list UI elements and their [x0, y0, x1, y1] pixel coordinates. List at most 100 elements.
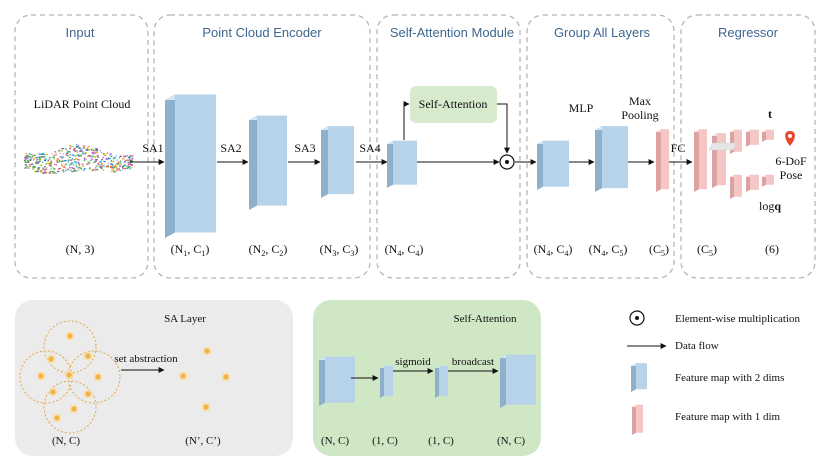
lidar-point: [33, 154, 36, 156]
lidar-point: [24, 167, 27, 169]
lidar-point: [61, 148, 65, 150]
self-attention-block: [410, 86, 497, 123]
lidar-point: [70, 163, 73, 165]
lidar-point: [101, 168, 103, 170]
lidar-point: [106, 157, 107, 159]
fc-t-2: [746, 129, 759, 147]
panel-dim-3: (1, C): [428, 435, 454, 447]
lidar-point: [43, 168, 45, 171]
lidar-point: [50, 168, 52, 170]
lidar-point: [75, 170, 78, 172]
feature-map-mlp-n4c4: [537, 140, 569, 190]
lidar-point: [124, 167, 127, 170]
lidar-point: [71, 171, 74, 173]
legend-feature-map-icons: [631, 363, 647, 435]
lidar-point: [37, 161, 40, 163]
sa-input-point: [54, 415, 60, 421]
lidar-point: [36, 159, 39, 161]
lidar-point: [94, 169, 96, 171]
lidar-point: [49, 165, 52, 167]
lidar-point: [111, 155, 113, 157]
lidar-point: [78, 166, 81, 168]
lidar-point: [25, 155, 28, 157]
lidar-point: [31, 163, 33, 165]
sa-input-point: [38, 373, 44, 379]
lidar-point: [81, 163, 84, 165]
lidar-point: [62, 160, 65, 162]
lidar-point: [39, 156, 40, 158]
lidar-point: [110, 166, 111, 168]
lidar-point: [91, 148, 93, 150]
label-fc: FC: [671, 141, 686, 155]
lidar-label: LiDAR Point Cloud: [34, 97, 131, 111]
lidar-point: [69, 159, 71, 161]
lidar-point: [130, 155, 132, 157]
lidar-point: [109, 155, 111, 157]
lidar-point: [127, 164, 129, 167]
lidar-point: [113, 164, 115, 166]
legend-fm1-label: Feature map with 1 dim: [675, 411, 781, 423]
lidar-point: [71, 154, 74, 156]
lidar-point: [79, 155, 82, 157]
lidar-point: [43, 159, 47, 162]
dim-n4c4-mlp: (N4, C4): [534, 242, 573, 258]
lidar-point: [63, 160, 66, 162]
lidar-point: [89, 161, 91, 163]
lidar-point: [68, 169, 70, 171]
fc-q-2: [746, 174, 759, 192]
sa-input-points: [36, 331, 103, 423]
lidar-point: [105, 154, 107, 156]
lidar-point: [31, 155, 33, 158]
lidar-point: [107, 158, 109, 160]
lidar-point: [37, 168, 40, 170]
lidar-point: [35, 161, 38, 163]
lidar-point: [69, 154, 71, 156]
lidar-point: [110, 166, 113, 168]
lidar-point: [116, 163, 119, 165]
lidar-point: [123, 161, 126, 163]
lidar-point: [95, 165, 98, 167]
lidar-point: [87, 146, 89, 148]
lidar-point: [113, 171, 116, 173]
lidar-point: [73, 148, 76, 150]
lidar-point: [110, 166, 113, 168]
lidar-point: [88, 148, 90, 150]
lidar-point: [71, 157, 73, 160]
lidar-point: [124, 156, 126, 158]
lidar-point: [90, 159, 92, 161]
lidar-point: [122, 168, 124, 170]
sigmoid-label: sigmoid: [395, 356, 431, 368]
lidar-point: [73, 169, 76, 171]
lidar-point: [48, 172, 50, 174]
lidar-point: [28, 165, 32, 168]
lidar-point: [130, 164, 133, 166]
lidar-point: [72, 167, 75, 169]
lidar-point: [110, 165, 111, 167]
lidar-point: [38, 153, 41, 155]
lidar-point: [43, 153, 46, 156]
lidar-point: [99, 161, 102, 163]
lidar-point: [94, 161, 97, 163]
legend-feature-map-1d-icon: [632, 404, 643, 435]
stage-title-group: Group All Layers: [554, 25, 651, 40]
stage-title-regressor: Regressor: [718, 25, 779, 40]
lidar-point: [36, 169, 39, 171]
lidar-point: [108, 165, 110, 167]
lidar-point: [97, 157, 99, 159]
self-attention-panel: [313, 300, 541, 456]
lidar-point: [116, 159, 118, 161]
lidar-point: [82, 169, 85, 171]
lidar-point: [70, 162, 73, 164]
lidar-point: [116, 168, 118, 170]
lidar-point: [128, 157, 131, 159]
panel-block-1c-a: [380, 365, 393, 398]
lidar-point: [118, 167, 120, 169]
lidar-point: [36, 157, 38, 159]
lidar-point: [122, 166, 124, 168]
lidar-point: [94, 147, 96, 150]
lidar-point: [62, 156, 63, 158]
lidar-point: [26, 158, 28, 160]
lidar-point: [81, 153, 84, 155]
lidar-point: [88, 155, 91, 157]
lidar-point: [97, 164, 100, 166]
